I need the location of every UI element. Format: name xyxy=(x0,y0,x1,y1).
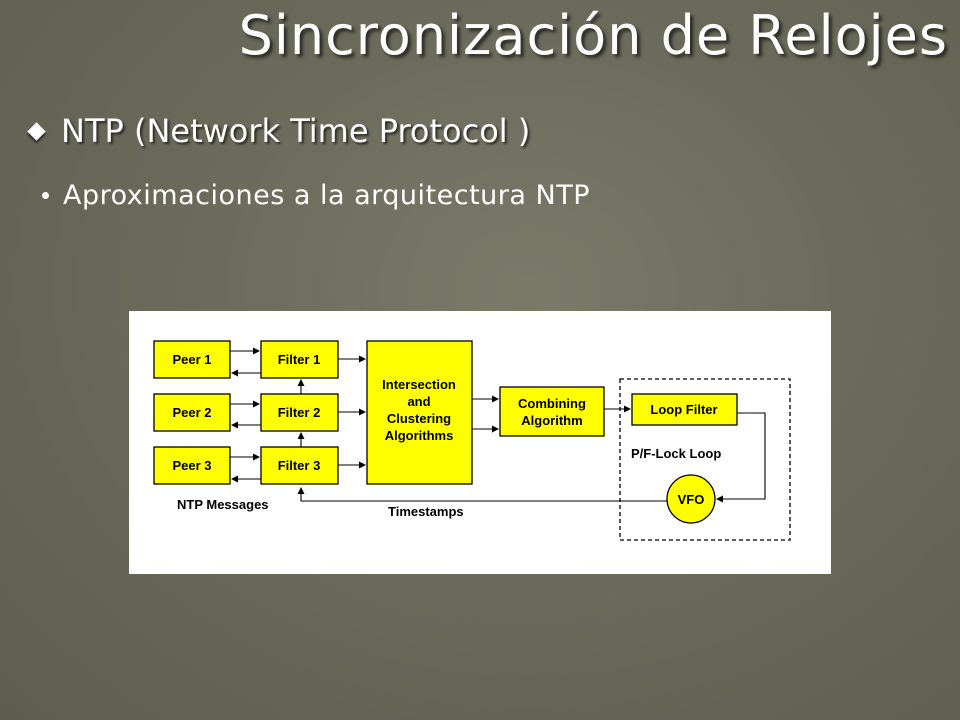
peer-3: Peer 3 xyxy=(153,446,231,485)
bullet-level2: Aproximaciones a la arquitectura NTP xyxy=(42,180,590,211)
diagram-canvas: Peer 1 Peer 2 Peer 3 Filter 1 Filter 2 F… xyxy=(153,340,791,541)
vfo-circle: VFO xyxy=(666,474,716,524)
loop-filter-box: Loop Filter xyxy=(631,393,738,426)
slide-title: Sincronización de Relojes xyxy=(238,4,948,67)
filter-1-label: Filter 1 xyxy=(278,352,321,367)
peer-2-label: Peer 2 xyxy=(172,405,211,420)
filter-3: Filter 3 xyxy=(260,446,339,485)
diamond-bullet-icon xyxy=(27,121,46,141)
timestamps-label: Timestamps xyxy=(388,504,464,519)
ntp-messages-label: NTP Messages xyxy=(177,497,269,512)
peer-filter-arrows xyxy=(230,347,766,503)
bullet-level1: NTP (Network Time Protocol ) xyxy=(22,112,530,150)
combining-box: Combining Algorithm xyxy=(499,386,605,437)
intersection-line-2: and xyxy=(407,394,430,409)
combining-line-2: Algorithm xyxy=(521,413,582,428)
intersection-line-4: Algorithms xyxy=(385,428,454,443)
combining-line-1: Combining xyxy=(518,396,586,411)
peer-1-label: Peer 1 xyxy=(172,352,211,367)
intersection-line-3: Clustering xyxy=(387,411,451,426)
peer-1: Peer 1 xyxy=(153,340,231,379)
dot-bullet-icon xyxy=(42,192,49,199)
peer-3-label: Peer 3 xyxy=(172,458,211,473)
vfo-label: VFO xyxy=(678,492,705,507)
filter-1: Filter 1 xyxy=(260,340,339,379)
intersection-box: Intersection and Clustering Algorithms xyxy=(366,340,473,485)
intersection-line-1: Intersection xyxy=(382,377,456,392)
bullet-level1-text: NTP (Network Time Protocol ) xyxy=(61,112,531,150)
peer-2: Peer 2 xyxy=(153,393,231,432)
pf-lock-loop-region xyxy=(619,378,791,541)
filter-2: Filter 2 xyxy=(260,393,339,432)
filter-2-label: Filter 2 xyxy=(278,405,321,420)
ntp-architecture-diagram: Peer 1 Peer 2 Peer 3 Filter 1 Filter 2 F… xyxy=(129,311,831,574)
bullet-level2-text: Aproximaciones a la arquitectura NTP xyxy=(63,180,590,211)
filter-3-label: Filter 3 xyxy=(278,458,321,473)
loop-filter-label: Loop Filter xyxy=(650,402,717,417)
pf-lock-loop-label: P/F-Lock Loop xyxy=(631,446,721,461)
